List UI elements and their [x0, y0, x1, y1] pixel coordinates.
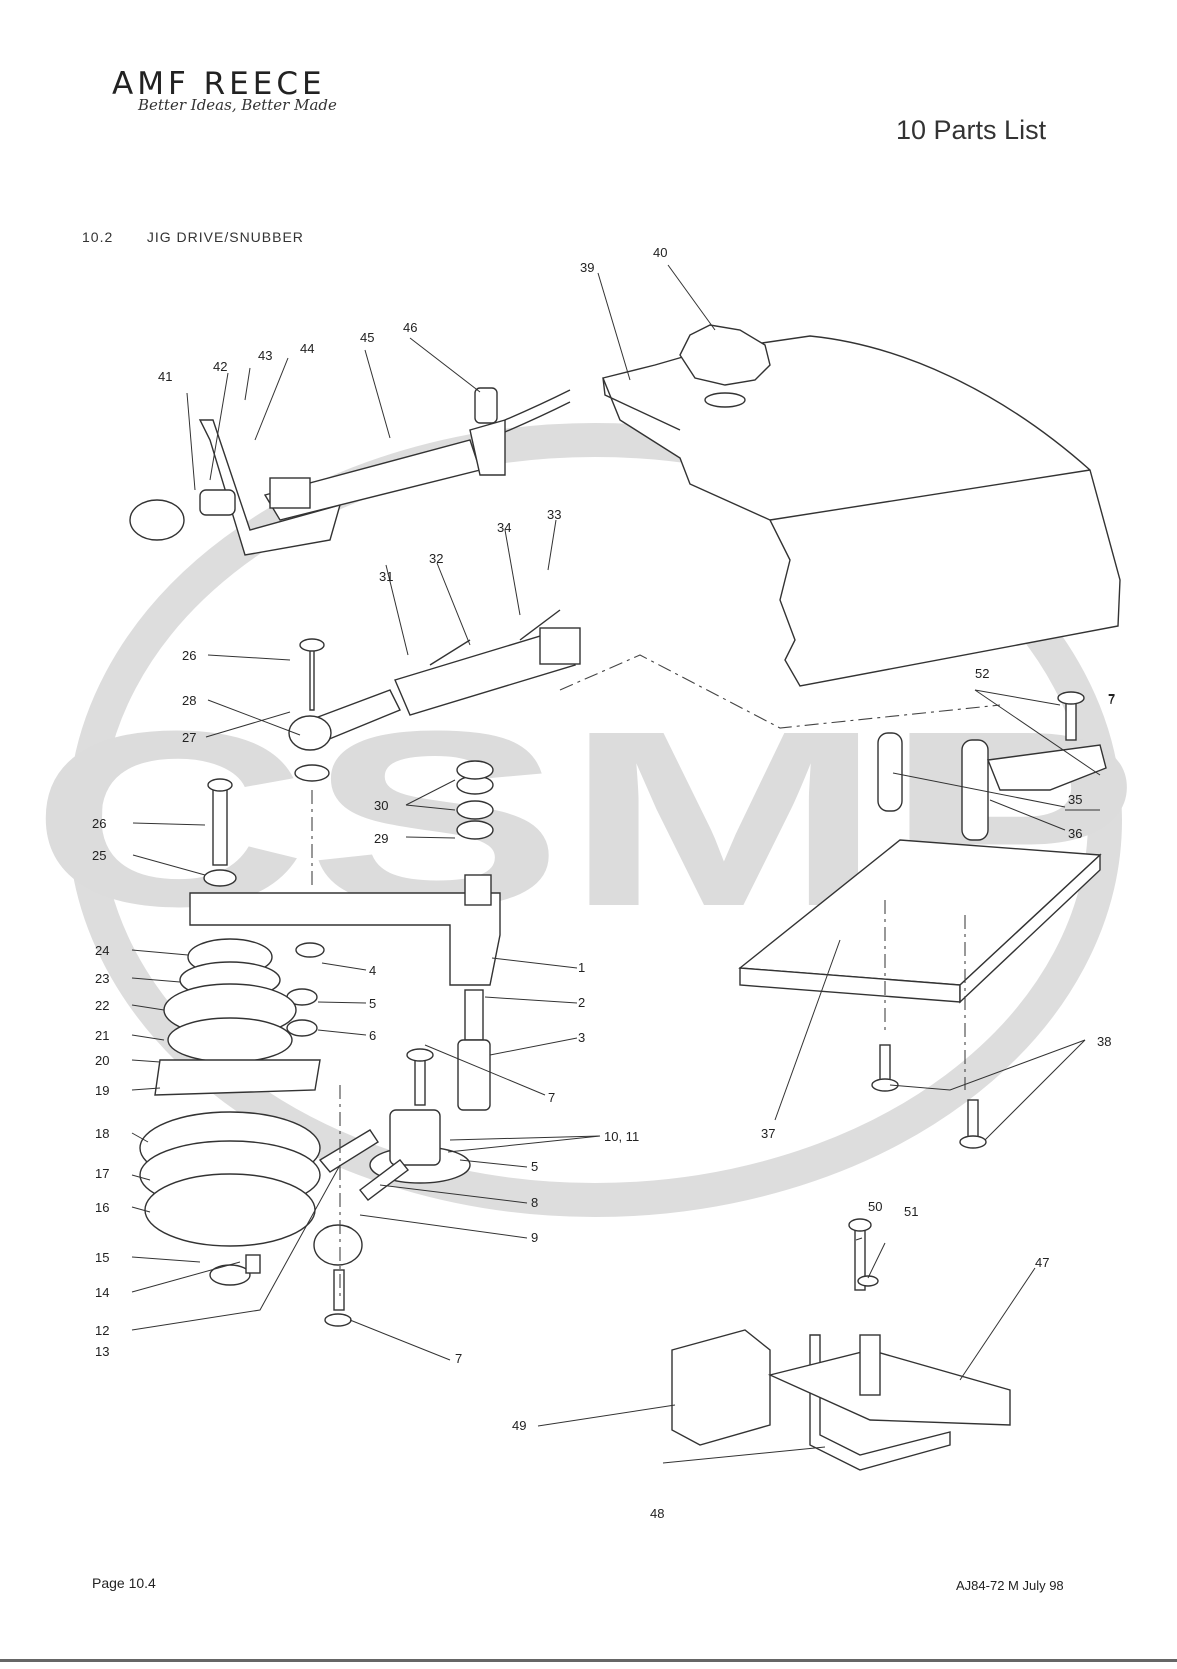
callout-51: 51 [904, 1204, 918, 1219]
callout-31: 31 [379, 569, 393, 584]
callout-2: 2 [578, 995, 585, 1010]
callout-43: 43 [258, 348, 272, 363]
callout-16: 16 [95, 1200, 109, 1215]
callout-34: 34 [497, 520, 511, 535]
callout-6: 6 [369, 1028, 376, 1043]
callout-21: 21 [95, 1028, 109, 1043]
callout-52: 52 [975, 666, 989, 681]
callout-47: 47 [1035, 1255, 1049, 1270]
callout-46: 46 [403, 320, 417, 335]
callout-1: 1 [578, 960, 585, 975]
bottom-rule [0, 1659, 1177, 1662]
rod-end-linkage [314, 1049, 470, 1326]
callout-5b: 5 [531, 1159, 538, 1174]
callout-29: 29 [374, 831, 388, 846]
callout-26a: 26 [92, 816, 106, 831]
callout-12: 12 [95, 1323, 109, 1338]
callout-40: 40 [653, 245, 667, 260]
callout-19: 19 [95, 1083, 109, 1098]
callout-49: 49 [512, 1418, 526, 1433]
callout-27: 27 [182, 730, 196, 745]
callout-35: 35 [1068, 792, 1082, 807]
callout-4: 4 [369, 963, 376, 978]
callout-24: 24 [95, 943, 109, 958]
callout-39: 39 [580, 260, 594, 275]
page-number: Page 10.4 [92, 1575, 156, 1591]
callout-50: 50 [868, 1199, 882, 1214]
document-reference: AJ84-72 M July 98 [956, 1578, 1064, 1593]
callout-42: 42 [213, 359, 227, 374]
callout-15: 15 [95, 1250, 109, 1265]
callout-8: 8 [531, 1195, 538, 1210]
callout-44: 44 [300, 341, 314, 356]
callout-48: 48 [650, 1506, 664, 1521]
callout-23: 23 [95, 971, 109, 986]
callout-9: 9 [531, 1230, 538, 1245]
callout-3: 3 [578, 1030, 585, 1045]
snubber-cover [603, 336, 1120, 686]
callout-10-11: 10, 11 [604, 1129, 639, 1144]
callout-45: 45 [360, 330, 374, 345]
callout-5: 5 [369, 996, 376, 1011]
callout-25: 25 [92, 848, 106, 863]
callout-7b: 7 [455, 1351, 462, 1366]
callout-13: 13 [95, 1344, 109, 1359]
callout-18: 18 [95, 1126, 109, 1141]
callout-7a: 7 [548, 1090, 555, 1105]
callout-28: 28 [182, 693, 196, 708]
callout-17: 17 [95, 1166, 109, 1181]
callout-30: 30 [374, 798, 388, 813]
middle-cylinder-assembly [289, 610, 580, 781]
callout-26b: 26 [182, 648, 196, 663]
callout-38: 38 [1097, 1034, 1111, 1049]
callout-33: 33 [547, 507, 561, 522]
callout-7d: 7 [1108, 692, 1115, 707]
callout-41: 41 [158, 369, 172, 384]
base-plate-assembly [740, 692, 1106, 1148]
callout-22: 22 [95, 998, 109, 1013]
callout-14: 14 [95, 1285, 109, 1300]
lower-actuator-assembly [672, 1219, 1010, 1470]
callout-36: 36 [1068, 826, 1082, 841]
callout-37: 37 [761, 1126, 775, 1141]
callout-20: 20 [95, 1053, 109, 1068]
callout-32: 32 [429, 551, 443, 566]
